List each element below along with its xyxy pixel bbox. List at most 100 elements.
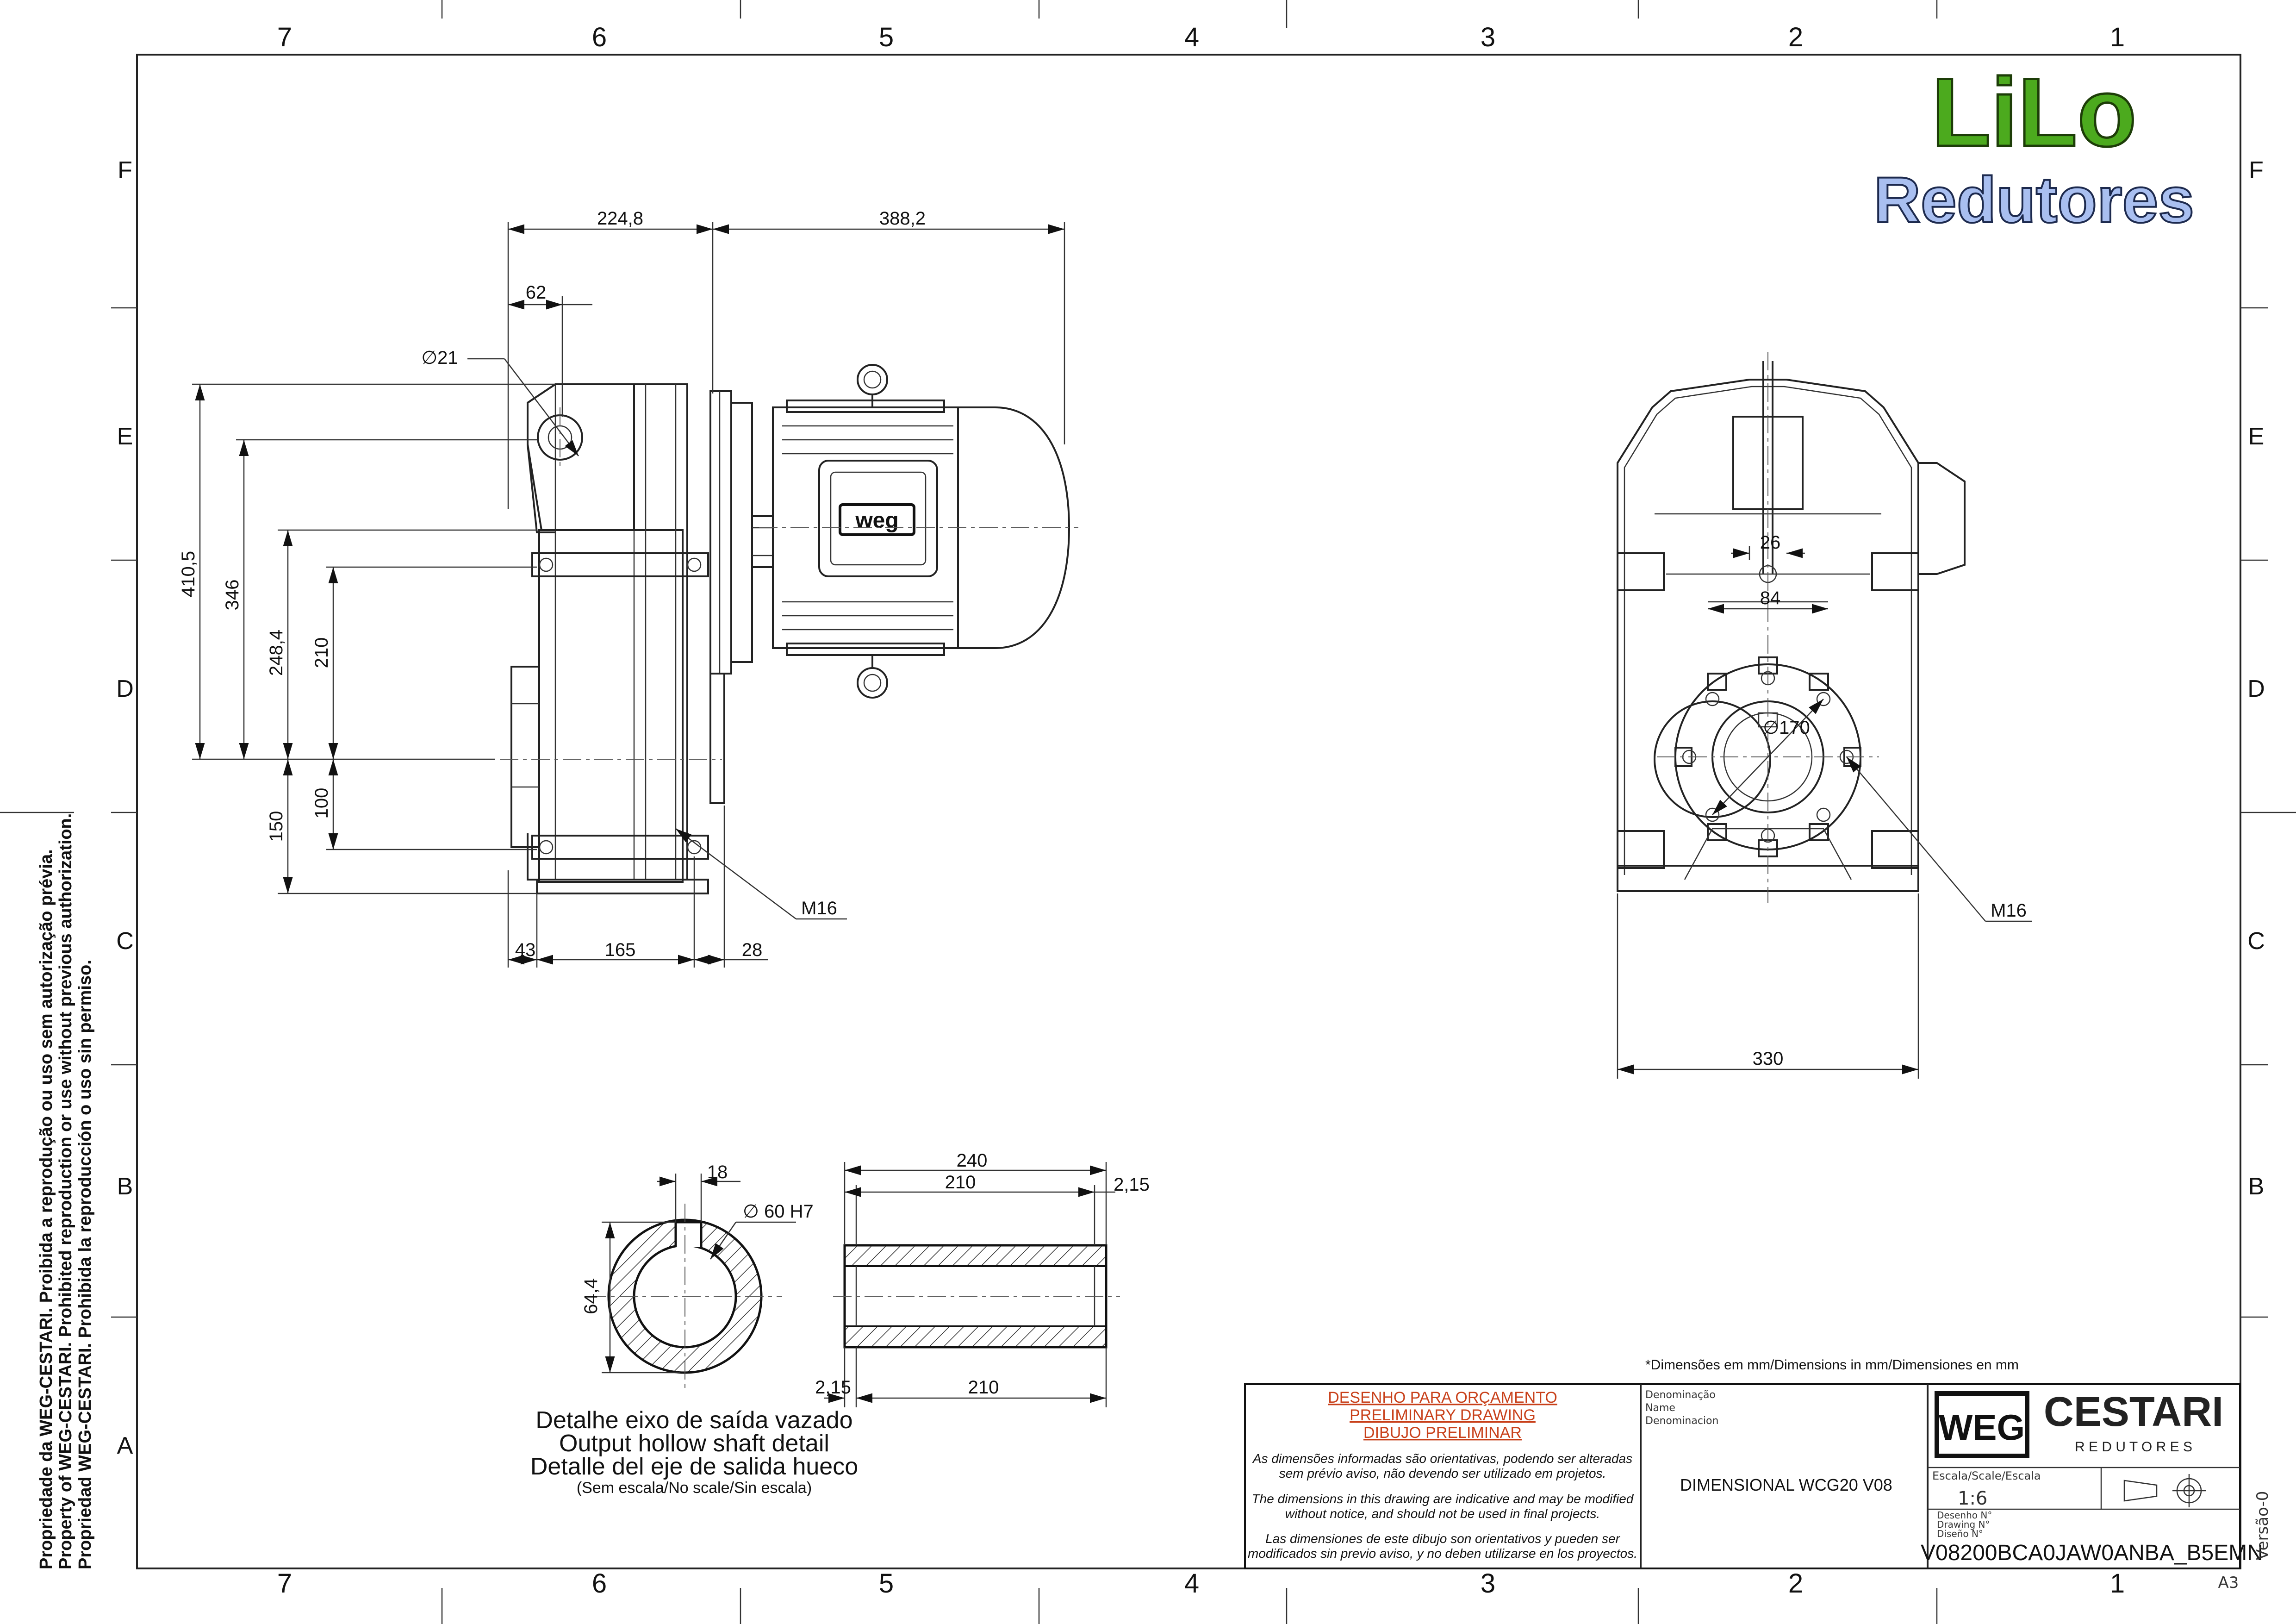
col-label: 2 xyxy=(1788,1568,1803,1599)
side-view-dimensions: 224,8 388,2 62 ∅21 410,5 346 248,4 210 xyxy=(178,208,1065,968)
dim-84: 84 xyxy=(1760,588,1781,608)
dim-248: 248,4 xyxy=(266,630,286,676)
version: Versão-0 xyxy=(2253,1491,2272,1560)
disclaimer-es-1: Las dimensiones de este dibujo son orien… xyxy=(1265,1531,1620,1546)
row-label: C xyxy=(2247,928,2265,955)
weg-logo: WEG xyxy=(1939,1407,2025,1448)
col-label: 1 xyxy=(2110,22,2125,52)
dim-18: 18 xyxy=(707,1162,728,1182)
drawing-no-label: Diseño N° xyxy=(1937,1528,1983,1539)
drawing-no-label: Desenho N° xyxy=(1937,1510,1992,1521)
row-label: F xyxy=(2249,157,2264,184)
lilo-logo: LiLo Redutores xyxy=(1873,57,2195,237)
dim-m16-front: M16 xyxy=(1991,900,2027,921)
front-view xyxy=(1617,352,1966,903)
col-label: 6 xyxy=(592,22,607,52)
dim-150: 150 xyxy=(266,811,286,842)
dim-165: 165 xyxy=(605,940,636,960)
col-label: 3 xyxy=(1481,22,1495,52)
projection-symbol-icon xyxy=(2123,1474,2206,1507)
cestari-brand: CESTARI xyxy=(2044,1389,2223,1435)
caption-en: Output hollow shaft detail xyxy=(559,1430,829,1457)
dim-215-top: 2,15 xyxy=(1114,1174,1150,1195)
scale-label: Escala/Scale/Escala xyxy=(1932,1469,2041,1482)
dim-28: 28 xyxy=(742,940,763,960)
row-label: F xyxy=(118,157,132,184)
disclaimer-pt-2: sem prévio aviso, não devendo ser utiliz… xyxy=(1279,1466,1606,1480)
column-labels-top: 7 6 5 4 3 2 1 xyxy=(277,22,2125,52)
disclaimer-pt-1: As dimensões informadas são orientativas… xyxy=(1252,1451,1632,1466)
row-label: D xyxy=(2247,675,2265,702)
col-label: 7 xyxy=(277,22,292,52)
cestari-sub: R E D U T O R E S xyxy=(2075,1439,2192,1455)
dim-210: 210 xyxy=(311,637,332,668)
copyright-line: Propriedad WEG-CESTARI. Prohibida la rep… xyxy=(75,960,95,1569)
dim-210-top: 210 xyxy=(945,1172,976,1193)
dim-644: 64,4 xyxy=(581,1278,601,1314)
sheet-size: A3 xyxy=(2218,1574,2239,1592)
drawing-no-label: Drawing N° xyxy=(1937,1519,1990,1530)
copyright-line: Propriedade da WEG-CESTARI. Proibida a r… xyxy=(37,849,56,1569)
col-label: 5 xyxy=(879,22,894,52)
prelim-es: DIBUJO PRELIMINAR xyxy=(1363,1424,1522,1442)
row-labels-left: F E D C B A xyxy=(116,157,134,1459)
units-note: *Dimensões em mm/Dimensions in mm/Dimens… xyxy=(1645,1357,2019,1373)
dim-410: 410,5 xyxy=(178,551,199,597)
denom-label: Denominação xyxy=(1645,1389,1716,1401)
row-label: B xyxy=(2248,1173,2265,1200)
dim-224: 224,8 xyxy=(597,208,643,229)
dim-m16: M16 xyxy=(801,898,837,918)
row-label: E xyxy=(117,423,133,450)
col-label: 6 xyxy=(592,1568,607,1599)
denom-label: Denominacion xyxy=(1645,1415,1718,1427)
logo-line2: Redutores xyxy=(1874,163,2194,236)
dim-dia21: ∅21 xyxy=(421,348,458,368)
motor-brand: weg xyxy=(855,508,898,533)
dim-210-bot: 210 xyxy=(968,1377,999,1398)
logo-line1: LiLo xyxy=(1931,58,2136,167)
dim-240: 240 xyxy=(957,1150,988,1171)
shaft-caption: Detalhe eixo de saída vazado Output holl… xyxy=(530,1407,858,1497)
dim-388: 388,2 xyxy=(879,208,926,229)
drawing-number: V08200BCA0JAW0ANBA_B5EMN xyxy=(1921,1541,2263,1565)
copyright-line: Property of WEG-CESTARI. Prohibited repr… xyxy=(56,813,75,1569)
disclaimer-en-2: without notice, and should not be used i… xyxy=(1285,1506,1600,1521)
title-block: DESENHO PARA ORÇAMENTO PRELIMINARY DRAWI… xyxy=(1244,1383,2272,1592)
caption-es: Detalle del eje de salida hueco xyxy=(530,1453,858,1480)
dim-62: 62 xyxy=(526,282,547,303)
scale-note: (Sem escala/No scale/Sin escala) xyxy=(577,1479,812,1497)
front-view-dimensions: 26 84 ∅170 M16 330 xyxy=(1617,532,2032,1079)
disclaimer-en-1: The dimensions in this drawing are indic… xyxy=(1252,1492,1634,1506)
side-view: weg xyxy=(500,364,1078,894)
row-label: D xyxy=(116,675,134,702)
col-label: 2 xyxy=(1788,22,1803,52)
row-label: B xyxy=(117,1173,133,1200)
col-label: 4 xyxy=(1184,1568,1199,1599)
col-label: 3 xyxy=(1481,1568,1495,1599)
col-label: 7 xyxy=(277,1568,292,1599)
row-label: C xyxy=(116,928,134,955)
row-label: A xyxy=(117,1432,133,1459)
prelim-en: PRELIMINARY DRAWING xyxy=(1350,1406,1536,1424)
dim-346: 346 xyxy=(222,580,243,611)
col-label: 5 xyxy=(879,1568,894,1599)
copyright-note: Propriedade da WEG-CESTARI. Proibida a r… xyxy=(37,813,95,1569)
shaft-detail: 18 ∅ 60 H7 64,4 240 210 2,15 2,15 210 xyxy=(581,1150,1150,1407)
dim-dia60: ∅ 60 H7 xyxy=(743,1201,814,1222)
dim-43: 43 xyxy=(515,940,536,960)
col-label: 4 xyxy=(1184,22,1199,52)
scale-value: 1:6 xyxy=(1958,1488,1987,1509)
row-label: E xyxy=(2248,423,2265,450)
dim-215-bot: 2,15 xyxy=(815,1377,851,1398)
dim-dia170: ∅170 xyxy=(1763,718,1810,738)
col-label: 1 xyxy=(2110,1568,2125,1599)
dim-100: 100 xyxy=(311,788,332,819)
caption-pt: Detalhe eixo de saída vazado xyxy=(535,1407,852,1434)
dim-330: 330 xyxy=(1753,1049,1784,1069)
prelim-pt: DESENHO PARA ORÇAMENTO xyxy=(1328,1389,1557,1406)
row-labels-right: F E D C B xyxy=(2247,157,2265,1200)
column-labels-bottom: 7 6 5 4 3 2 1 xyxy=(277,1568,2125,1599)
denomination: DIMENSIONAL WCG20 V08 xyxy=(1680,1475,1892,1494)
